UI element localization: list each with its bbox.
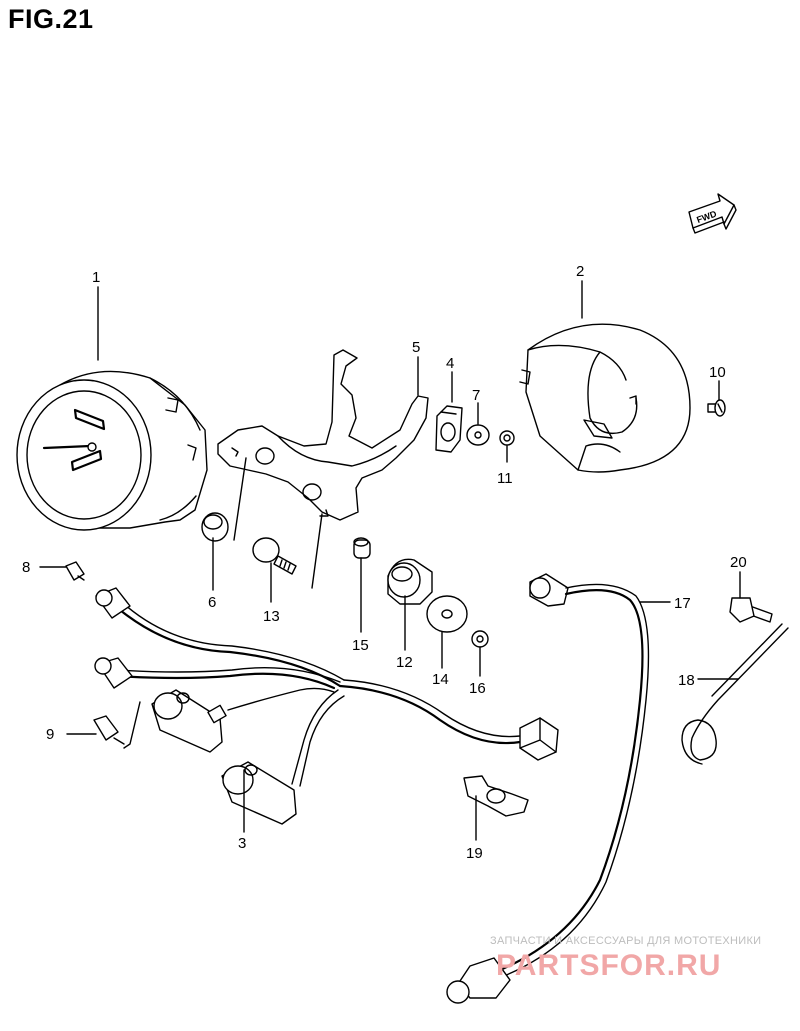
callout-labels: 1 2 3 4 5 6 7 8 9 10 11 12 13 14 15 16 1… <box>22 263 747 862</box>
screw-20-part <box>729 597 773 623</box>
callout-19: 19 <box>466 845 483 862</box>
callout-1: 1 <box>92 269 100 286</box>
callout-11: 11 <box>497 470 513 487</box>
callout-3: 3 <box>238 835 246 852</box>
speedometer-part <box>16 370 208 531</box>
nut-16-part <box>471 630 489 648</box>
socket-plate-part <box>435 405 463 453</box>
cushion-12-part <box>387 558 433 605</box>
socket-harness-part <box>94 587 559 825</box>
bulb-8-part <box>65 561 85 581</box>
callout-9: 9 <box>46 726 54 743</box>
figure-title: FIG.21 <box>8 4 94 34</box>
callout-5: 5 <box>412 339 420 356</box>
callout-2: 2 <box>576 263 584 280</box>
callout-15: 15 <box>352 637 369 654</box>
screw-10-part <box>707 399 726 417</box>
clamp-19-part <box>463 775 529 817</box>
bulb-9-part <box>93 715 125 745</box>
watermark: ЗАПЧАСТИ И АКСЕССУАРЫ ДЛЯ МОТОТЕХНИКИ PA… <box>490 935 761 982</box>
meter-bracket-part <box>217 349 429 521</box>
watermark-brand: PARTSFOR.RU <box>496 949 721 982</box>
callout-16: 16 <box>469 680 486 697</box>
callout-18: 18 <box>678 672 695 689</box>
callout-10: 10 <box>709 364 726 381</box>
fwd-arrow-icon: FWD <box>688 193 737 234</box>
callout-20: 20 <box>730 554 747 571</box>
watermark-caption: ЗАПЧАСТИ И АКСЕССУАРЫ ДЛЯ МОТОТЕХНИКИ <box>490 935 761 947</box>
callout-12: 12 <box>396 654 413 671</box>
spring-18-part <box>681 623 789 765</box>
callout-8: 8 <box>22 559 30 576</box>
leader-lines <box>39 280 741 841</box>
nut-11-part <box>499 430 515 446</box>
bolt-13-part <box>252 537 297 575</box>
callout-6: 6 <box>208 594 216 611</box>
callout-17: 17 <box>674 595 691 612</box>
callout-14: 14 <box>432 671 449 688</box>
callout-4: 4 <box>446 355 454 372</box>
callout-7: 7 <box>472 387 480 404</box>
washer-14-part <box>426 595 468 633</box>
washer-7-part <box>466 424 490 446</box>
speedometer-cable-part <box>446 573 650 1004</box>
grommet-6-part <box>201 512 229 542</box>
spacer-15-part <box>353 537 371 559</box>
callout-13: 13 <box>263 608 280 625</box>
meter-cover-part <box>519 323 691 473</box>
